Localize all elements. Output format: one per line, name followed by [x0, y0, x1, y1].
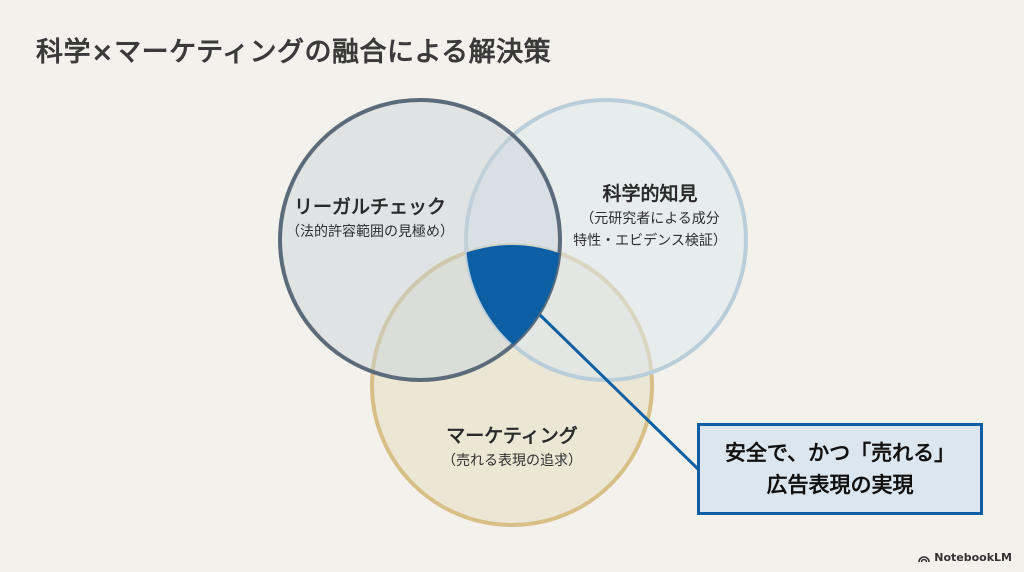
callout-connector: [538, 313, 701, 472]
legal-detail: （法的許容範囲の見極め）: [286, 224, 454, 240]
callout-line2: 広告表現の実現: [766, 473, 914, 497]
science-label: 科学的知見 （元研究者による成分 特性・エビデンス検証）: [573, 180, 727, 252]
page-title: 科学×マーケティングの融合による解決策: [36, 37, 552, 68]
marketing-detail: （売れる表現の追求）: [442, 453, 582, 469]
notebooklm-logo-icon: [918, 555, 931, 562]
notebooklm-watermark: NotebookLM: [918, 551, 1012, 564]
callout-line1: 安全で、かつ「売れる」: [724, 441, 956, 465]
callout-box: 安全で、かつ「売れる」 広告表現の実現: [697, 423, 983, 515]
science-detail-line2: 特性・エビデンス検証）: [573, 233, 727, 249]
brand-name: NotebookLM: [934, 551, 1012, 564]
marketing-label: マーケティング （売れる表現の追求）: [442, 422, 582, 472]
science-detail-line1: （元研究者による成分: [580, 211, 720, 227]
legal-label: リーガルチェック （法的許容範囲の見極め）: [286, 193, 454, 243]
legal-name: リーガルチェック: [293, 196, 446, 218]
marketing-name: マーケティング: [446, 425, 578, 447]
science-name: 科学的知見: [602, 183, 698, 205]
